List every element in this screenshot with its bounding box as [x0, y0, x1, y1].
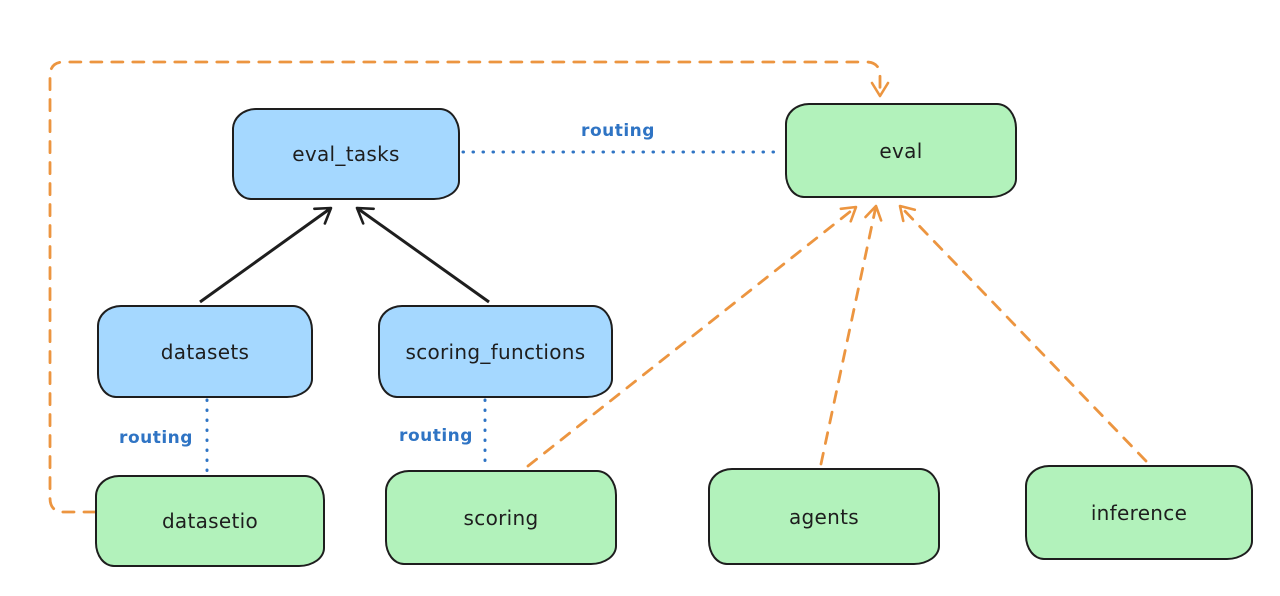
node-inference-label: inference: [1090, 500, 1188, 525]
edge-agents-to-eval-dashed-arrow: [819, 204, 883, 466]
node-scoring-functions: scoring_functions: [378, 305, 613, 398]
node-scoring: scoring: [385, 470, 617, 565]
routing-label-eval-tasks-eval: routing: [581, 121, 655, 141]
edge-datasetio-to-eval-dashed-arrow: [48, 60, 890, 514]
node-datasetio: datasetio: [95, 475, 325, 567]
node-eval-tasks: eval_tasks: [232, 108, 460, 200]
node-scoring-label: scoring: [463, 505, 539, 530]
node-agents-label: agents: [789, 504, 859, 529]
node-eval: eval: [785, 103, 1017, 198]
node-inference: inference: [1025, 465, 1253, 560]
edge-scoring-to-eval-dashed-arrow: [526, 205, 858, 468]
node-datasets-label: datasets: [160, 339, 250, 364]
edge-inference-to-eval-dashed-arrow: [898, 204, 1148, 463]
node-agents: agents: [708, 468, 940, 565]
routing-label-scoring-functions-scoring: routing: [399, 426, 473, 446]
edge-scoring-functions-to-eval-tasks-arrow: [355, 206, 490, 304]
node-eval-tasks-label: eval_tasks: [292, 142, 400, 166]
edge-datasets-to-eval-tasks-arrow: [199, 206, 333, 304]
node-datasets: datasets: [97, 305, 313, 398]
node-scoring-functions-label: scoring_functions: [405, 339, 586, 364]
node-datasetio-label: datasetio: [161, 509, 259, 533]
routing-label-datasets-datasetio: routing: [119, 428, 193, 448]
node-eval-label: eval: [879, 138, 923, 163]
